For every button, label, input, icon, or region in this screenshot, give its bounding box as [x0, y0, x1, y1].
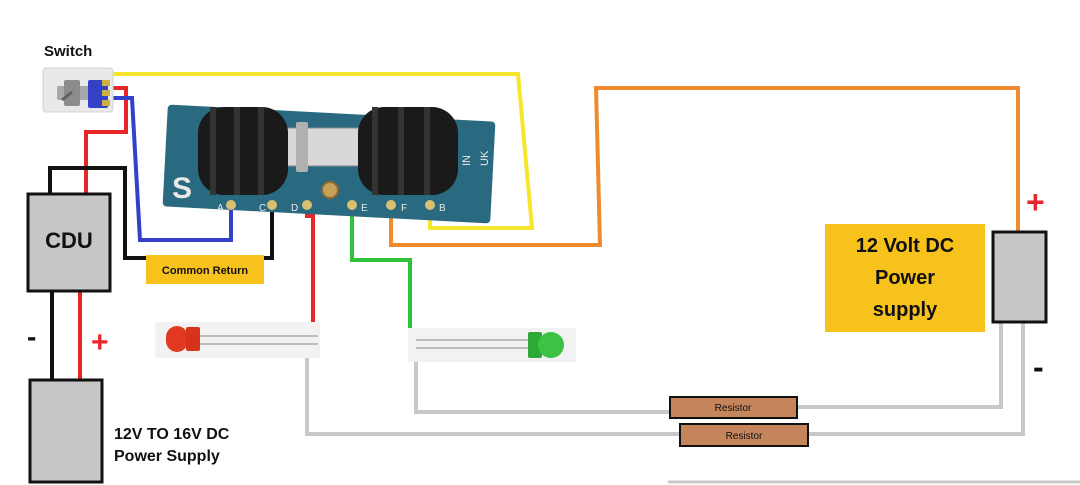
pcb-pin-a: A: [217, 200, 236, 214]
right-psu-label-line3: supply: [873, 299, 938, 321]
point-motor: S IN UK A C D E F B: [162, 104, 496, 224]
pcb-marking-uk: UK: [479, 150, 491, 166]
resistor-2-label: Resistor: [726, 431, 763, 442]
coil-left: [198, 107, 288, 195]
svg-text:A: A: [217, 203, 224, 214]
svg-text:F: F: [401, 203, 407, 214]
grey-wire-red-led: [305, 345, 680, 436]
common-return-label: Common Return: [162, 265, 248, 277]
pcb-marking-in: IN: [461, 155, 473, 166]
svg-text:B: B: [439, 203, 446, 214]
left-psu-minus: -: [27, 321, 36, 352]
pcb-pin-c: C: [259, 200, 277, 214]
left-psu-label-line1: 12V TO 16V DC: [114, 426, 230, 443]
resistor-2: Resistor: [679, 423, 809, 447]
orange-wire: [389, 86, 1020, 247]
red-wire-led: [305, 206, 315, 340]
right-power-supply-box: [991, 230, 1048, 324]
left-psu-label-line2: Power Supply: [114, 448, 220, 465]
right-psu-plus: +: [1026, 184, 1045, 220]
left-power-supply-box: [28, 378, 104, 484]
toggle-switch: [42, 67, 114, 113]
pcb-pin-d: D: [291, 200, 312, 214]
grey-wire-resistor-1: [797, 322, 1003, 409]
coil-right: [358, 107, 458, 195]
green-led: [408, 328, 576, 362]
blue-wire: [110, 96, 233, 242]
red-led: [155, 322, 320, 358]
right-psu-label-line1: 12 Volt DC: [856, 235, 955, 257]
red-wire-cdu-switch: [84, 86, 128, 195]
left-psu-plus: +: [91, 326, 109, 359]
right-psu-label-box: [825, 224, 985, 332]
grey-wire-resistor-2: [808, 322, 1025, 436]
pcb-pin-f: F: [386, 200, 407, 214]
pcb-pin-e: E: [347, 200, 368, 214]
resistor-1: Resistor: [669, 396, 798, 419]
svg-text:E: E: [361, 203, 368, 214]
right-psu-minus: -: [1033, 349, 1044, 385]
switch-label: Switch: [44, 43, 92, 60]
grey-wire-green-led: [414, 340, 670, 414]
cdu-box: [26, 192, 112, 293]
right-psu-label-line2: Power: [875, 267, 935, 289]
pcb-pin-b: B: [425, 200, 446, 214]
black-wire-common-return: [48, 166, 274, 260]
resistor-1-label: Resistor: [715, 403, 752, 414]
svg-text:C: C: [259, 203, 266, 214]
pcb-letter-s: S: [172, 172, 192, 205]
svg-text:D: D: [291, 203, 298, 214]
wires: [48, 72, 1080, 484]
common-return-badge: [146, 255, 264, 284]
cdu-label: CDU: [45, 228, 93, 253]
green-wire-led: [350, 206, 412, 332]
